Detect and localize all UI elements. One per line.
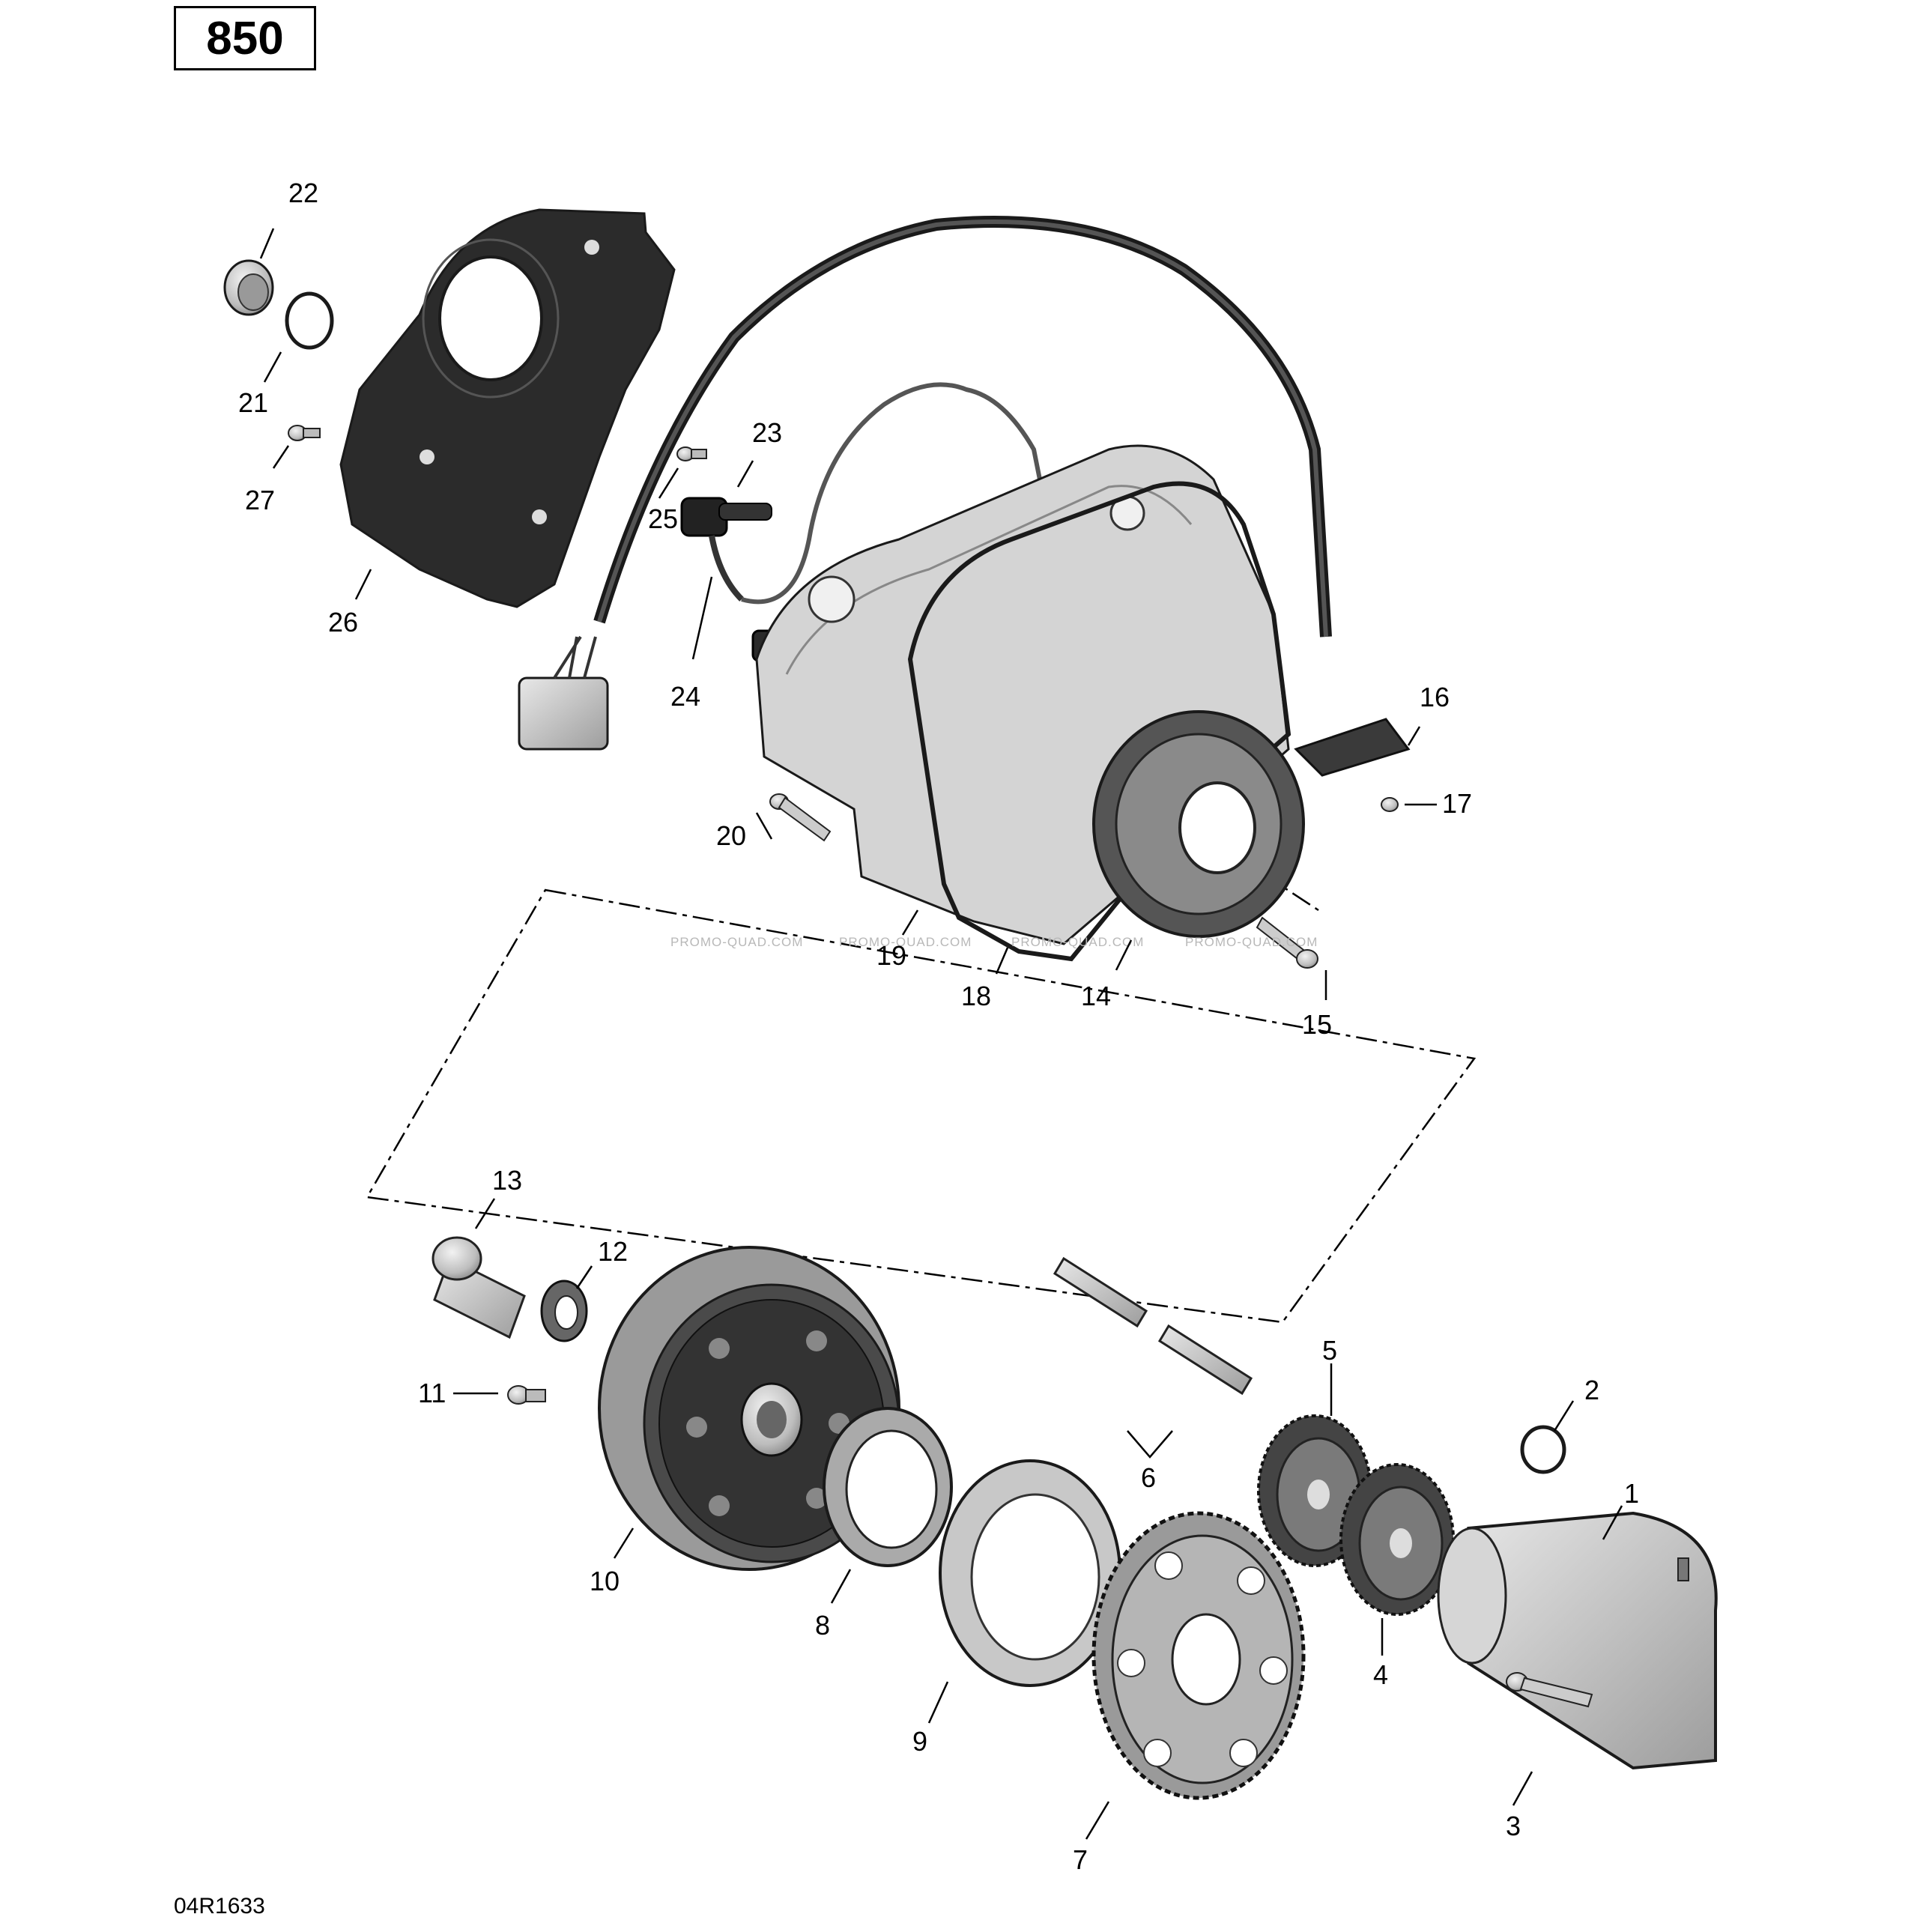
callout-13: 13	[492, 1165, 522, 1196]
part-3-screw	[1506, 1672, 1593, 1708]
callout-4: 4	[1373, 1659, 1388, 1690]
part-8-ring	[823, 1407, 953, 1567]
callout-26: 26	[328, 607, 358, 638]
part-22-plug	[223, 259, 274, 316]
watermark-2: PROMO-QUAD.COM	[839, 935, 972, 949]
part-1-starter-motor	[1437, 1511, 1718, 1770]
part-21-o-ring	[285, 291, 334, 350]
callout-24: 24	[670, 681, 700, 712]
part-7-starter-gear	[1091, 1511, 1306, 1800]
part-6-pins	[1053, 1256, 1253, 1396]
callout-14: 14	[1081, 981, 1111, 1011]
part-23-speed-sensor	[680, 497, 772, 602]
callout-1: 1	[1624, 1478, 1639, 1509]
part-harness-connector	[518, 635, 609, 751]
stator-axis-line	[1198, 830, 1319, 912]
part-24-sensor-wire	[741, 382, 1051, 605]
callout-25: 25	[648, 503, 678, 534]
part-17-screw	[1381, 797, 1399, 812]
part-18-gasket	[907, 481, 1291, 962]
callout-11: 11	[418, 1378, 446, 1408]
callout-27: 27	[245, 485, 275, 515]
callout-9: 9	[912, 1726, 927, 1757]
watermark-4: PROMO-QUAD.COM	[1185, 935, 1318, 949]
callout-23: 23	[752, 417, 782, 448]
model-number-box: 850	[174, 6, 316, 70]
watermark-3: PROMO-QUAD.COM	[1011, 935, 1144, 949]
callout-16: 16	[1420, 682, 1450, 712]
callout-12: 12	[598, 1236, 628, 1267]
part-26-magneto-cover	[339, 208, 676, 608]
part-4-gear	[1339, 1463, 1455, 1616]
callout-22: 22	[288, 178, 318, 208]
drawing-code: 04R1633	[174, 1894, 265, 1919]
part-15-bolt	[1256, 916, 1318, 969]
callout-5: 5	[1322, 1335, 1337, 1366]
callout-8: 8	[815, 1610, 830, 1641]
leader-lines	[259, 228, 1623, 1840]
assembly-dashed-outline	[365, 888, 1477, 1324]
part-11-screw	[507, 1385, 546, 1405]
callout-6: 6	[1141, 1462, 1156, 1493]
part-16-bracket	[1294, 718, 1411, 777]
part-13-flywheel-bolt	[431, 1236, 526, 1339]
callout-7: 7	[1073, 1844, 1088, 1875]
callout-10: 10	[590, 1566, 620, 1596]
callout-20: 20	[716, 820, 746, 851]
part-27-screw	[288, 425, 321, 441]
part-25-screw	[676, 446, 707, 461]
callout-3: 3	[1506, 1811, 1521, 1841]
part-14-stator	[1092, 710, 1305, 938]
part-12-washer	[540, 1280, 588, 1342]
callout-15: 15	[1302, 1009, 1332, 1040]
callout-18: 18	[961, 981, 991, 1011]
callout-17: 17	[1442, 788, 1472, 819]
callout-2: 2	[1584, 1375, 1599, 1405]
part-20-bolt	[769, 793, 832, 842]
callout-19: 19	[876, 940, 906, 971]
callout-21: 21	[238, 387, 268, 418]
watermark-1: PROMO-QUAD.COM	[670, 935, 803, 949]
part-2-o-ring	[1520, 1425, 1566, 1474]
